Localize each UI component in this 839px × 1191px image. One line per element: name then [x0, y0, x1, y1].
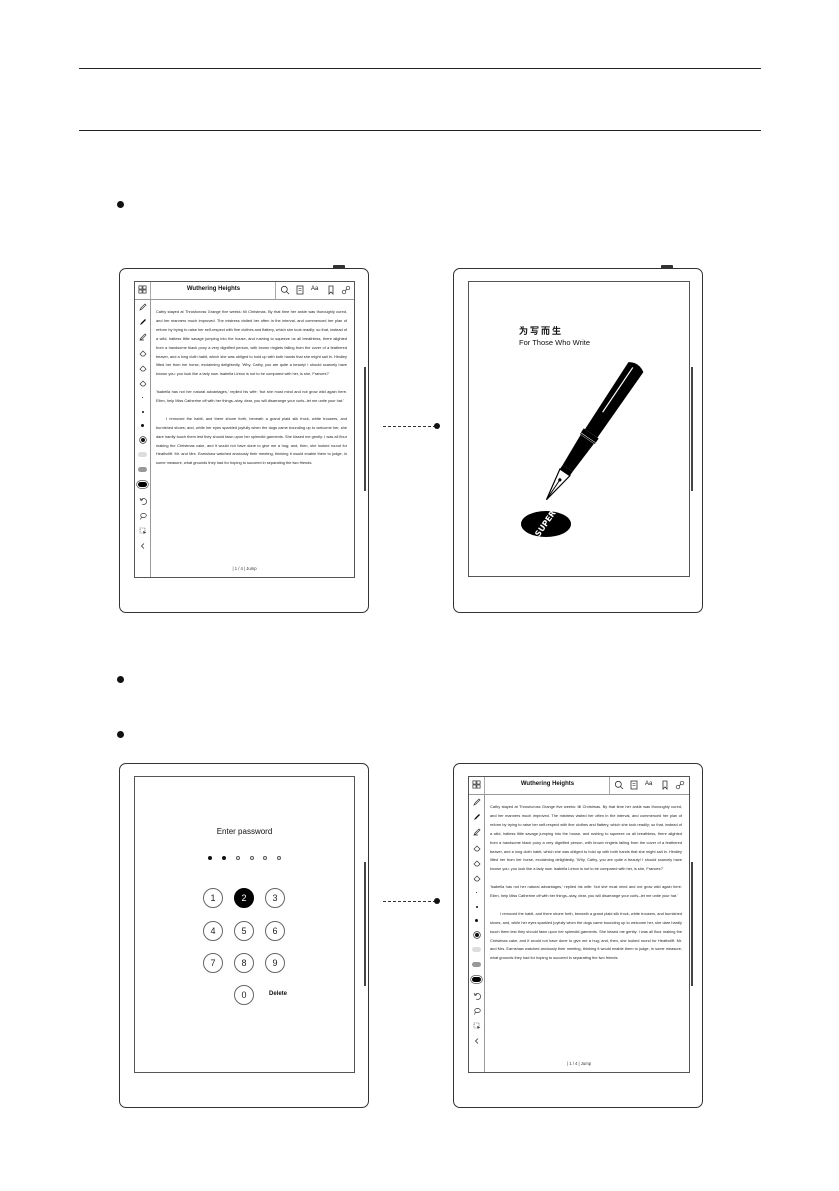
keypad-key-3[interactable]: 3 — [265, 888, 285, 908]
bookmark-icon[interactable] — [326, 285, 336, 295]
reader-screen: Wuthering Heights Aa — [134, 281, 355, 578]
reader-toolbar — [469, 794, 485, 1072]
grid-icon[interactable] — [138, 285, 147, 294]
delete-button[interactable]: Delete — [269, 991, 288, 997]
keypad-key-4[interactable]: 4 — [203, 921, 223, 941]
connector-dot — [434, 898, 440, 904]
page-indicator[interactable]: | 1 / 4 | Jump — [232, 566, 257, 571]
keypad-key-1[interactable]: 1 — [203, 888, 223, 908]
undo-icon[interactable] — [471, 990, 482, 1001]
device-password: Enter password 1 2 3 4 5 6 7 8 9 0 Delet… — [119, 763, 369, 1108]
reader-text: Cathy stayed at Thrushcross Grange five … — [156, 308, 347, 477]
splash-screen: 为写而生 For Those Who Write SUPER NOTE — [468, 281, 690, 577]
size-dot-1[interactable] — [471, 887, 482, 898]
lasso-icon[interactable] — [471, 1005, 482, 1016]
reader-text: Cathy stayed at Thrushcross Grange five … — [490, 803, 682, 972]
size-dot-3[interactable] — [137, 420, 148, 431]
header-bottom-rule — [79, 130, 761, 131]
reader-screen: Wuthering Heights Aa — [468, 776, 690, 1073]
size-dot-2[interactable] — [137, 406, 148, 417]
select-icon[interactable] — [137, 525, 148, 536]
keypad-key-0[interactable]: 0 — [234, 985, 254, 1005]
device-reader-2: Wuthering Heights Aa — [453, 763, 703, 1108]
pencil-icon[interactable] — [471, 826, 482, 837]
side-indicator — [691, 862, 693, 986]
eraser-icon[interactable] — [137, 347, 148, 358]
color-black[interactable] — [137, 479, 148, 490]
brand-english: For Those Who Write — [519, 338, 590, 347]
page-indicator[interactable]: | 1 / 4 | Jump — [566, 1061, 592, 1066]
link-icon[interactable] — [675, 780, 685, 790]
header-top-rule — [79, 68, 761, 69]
marker-icon[interactable] — [471, 811, 482, 822]
password-label: Enter password — [216, 827, 273, 836]
font-size-button[interactable]: Aa — [311, 286, 319, 292]
keypad-key-7[interactable]: 7 — [203, 953, 223, 973]
paragraph: 'Isabella has not her natural advantages… — [490, 884, 682, 899]
keypad-key-5[interactable]: 5 — [234, 921, 254, 941]
brand-chinese: 为写而生 — [519, 326, 564, 336]
paragraph: Cathy stayed at Thrushcross Grange five … — [156, 309, 347, 377]
collapse-icon[interactable] — [471, 1035, 482, 1046]
toc-icon[interactable] — [629, 780, 639, 790]
eraser-icon[interactable] — [471, 842, 482, 853]
link-icon[interactable] — [341, 285, 351, 295]
fountain-pen-illustration: SUPER NOTE — [521, 362, 644, 538]
color-black[interactable] — [471, 974, 482, 985]
eraser-icon-3[interactable] — [137, 377, 148, 388]
paragraph: I removed the habit, and there shone for… — [156, 415, 347, 466]
connector-line — [383, 901, 436, 902]
pen-icon[interactable] — [137, 301, 148, 312]
bookmark-icon[interactable] — [660, 780, 670, 790]
keypad-key-2[interactable]: 2 — [234, 888, 254, 908]
undo-icon[interactable] — [137, 495, 148, 506]
side-indicator — [691, 367, 693, 491]
color-mid[interactable] — [471, 959, 482, 970]
paragraph: 'Isabella has not her natural advantages… — [156, 389, 347, 404]
eraser-icon-2[interactable] — [137, 362, 148, 373]
size-dot-4[interactable] — [471, 929, 482, 940]
reader-toolbar — [135, 299, 151, 577]
lasso-icon[interactable] — [137, 510, 148, 521]
search-icon[interactable] — [280, 285, 290, 295]
search-icon[interactable] — [614, 780, 624, 790]
reader-topbar: Wuthering Heights Aa — [135, 282, 354, 300]
keypad-key-9[interactable]: 9 — [265, 953, 285, 973]
font-size-button[interactable]: Aa — [645, 781, 653, 787]
book-title: Wuthering Heights — [186, 286, 241, 292]
toc-icon[interactable] — [295, 285, 305, 295]
password-screen: Enter password 1 2 3 4 5 6 7 8 9 0 Delet… — [134, 776, 355, 1073]
keypad-key-6[interactable]: 6 — [265, 921, 285, 941]
device-splash: 为写而生 For Those Who Write SUPER NOTE — [453, 265, 703, 613]
stamp-badge: SUPER NOTE — [521, 487, 573, 538]
keypad-key-8[interactable]: 8 — [234, 953, 254, 973]
pencil-icon[interactable] — [137, 331, 148, 342]
grid-icon[interactable] — [472, 780, 481, 789]
collapse-icon[interactable] — [137, 540, 148, 551]
side-indicator — [364, 862, 366, 986]
reader-topbar: Wuthering Heights Aa — [469, 777, 689, 795]
connector-dot — [434, 423, 440, 429]
book-title: Wuthering Heights — [520, 781, 575, 787]
pen-icon[interactable] — [471, 796, 482, 807]
device-reader-1: Wuthering Heights Aa — [119, 265, 369, 613]
eraser-icon-2[interactable] — [471, 857, 482, 868]
eraser-icon-3[interactable] — [471, 872, 482, 883]
paragraph: I removed the habit, and there shone for… — [490, 910, 682, 961]
color-mid[interactable] — [137, 464, 148, 475]
bullet-1 — [117, 201, 124, 208]
select-icon[interactable] — [471, 1020, 482, 1031]
size-dot-2[interactable] — [471, 901, 482, 912]
size-dot-3[interactable] — [471, 915, 482, 926]
side-indicator — [364, 367, 366, 491]
bullet-3 — [117, 731, 124, 738]
size-dot-1[interactable] — [137, 392, 148, 403]
bullet-2 — [117, 676, 124, 683]
size-dot-4[interactable] — [137, 434, 148, 445]
connector-line — [383, 426, 436, 427]
color-light[interactable] — [471, 944, 482, 955]
marker-icon[interactable] — [137, 316, 148, 327]
color-light[interactable] — [137, 449, 148, 460]
paragraph: Cathy stayed at Thrushcross Grange five … — [490, 804, 682, 872]
